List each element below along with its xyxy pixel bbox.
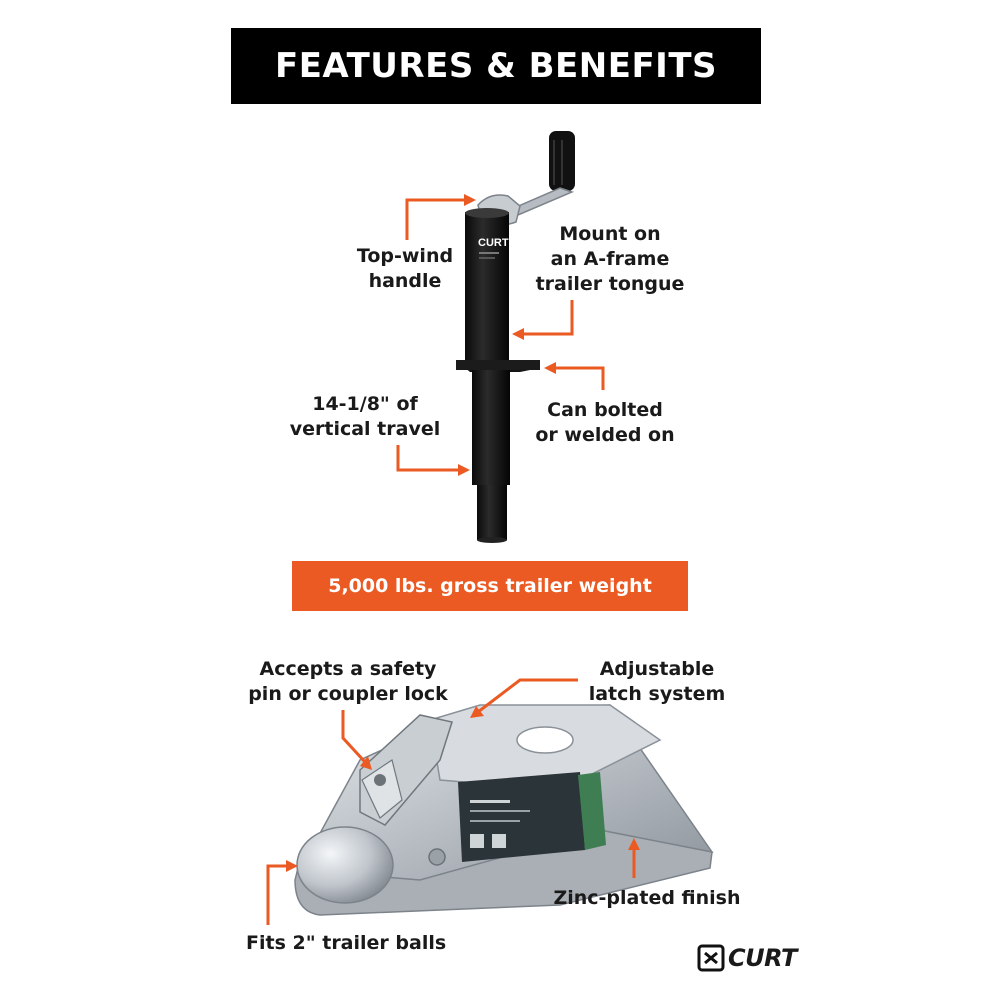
label-balls-text: Fits 2" trailer balls (246, 932, 447, 954)
jack-brand-label: CURT (478, 237, 509, 249)
arrow-balls (266, 864, 290, 925)
inner-tube (477, 485, 507, 540)
callout-arrows (266, 194, 640, 925)
arrow-bolted (552, 366, 605, 390)
curt-logo-icon (697, 944, 725, 972)
arrow-safety-pin (341, 710, 367, 764)
ball-socket (296, 826, 394, 904)
label-latch-text: Adjustable latch system (588, 658, 726, 705)
handle-grip (549, 131, 575, 191)
label-balls: Fits 2" trailer balls (246, 931, 446, 956)
arrow-mount (520, 300, 574, 336)
label-bolted: Can bolted or welded on (530, 398, 680, 448)
page-title: FEATURES & BENEFITS (274, 46, 718, 86)
label-zinc-text: Zinc-plated finish (553, 887, 741, 909)
label-bolted-text: Can bolted or welded on (535, 399, 675, 446)
label-travel: 14-1/8" of vertical travel (285, 392, 445, 442)
label-top-wind-text: Top-wind handle (356, 245, 454, 292)
arrow-travel (396, 445, 462, 472)
coupler (294, 704, 714, 916)
brand-logo-text: CURT (728, 944, 797, 972)
mount-hole (516, 726, 574, 754)
label-safety-pin: Accepts a safety pin or coupler lock (248, 657, 448, 707)
outer-tube (465, 212, 509, 370)
arrow-latch (477, 678, 578, 714)
label-zinc: Zinc-plated finish (552, 886, 742, 911)
weight-banner: 5,000 lbs. gross trailer weight (292, 561, 688, 611)
label-travel-text: 14-1/8" of vertical travel (289, 393, 441, 440)
label-mount: Mount on an A-frame trailer tongue (525, 222, 695, 297)
arrow-top-wind (405, 198, 468, 240)
label-safety-pin-text: Accepts a safety pin or coupler lock (248, 658, 448, 705)
header-banner: FEATURES & BENEFITS (231, 28, 761, 104)
brand-logo: CURT (697, 943, 797, 973)
safety-pin-hole (374, 774, 386, 786)
label-mount-text: Mount on an A-frame trailer tongue (535, 223, 685, 295)
label-latch: Adjustable latch system (582, 657, 732, 707)
bolt (428, 848, 446, 866)
lower-tube (472, 370, 510, 485)
product-label (458, 772, 585, 862)
weight-banner-text: 5,000 lbs. gross trailer weight (328, 575, 652, 597)
jack: CURT (456, 131, 575, 543)
label-top-wind: Top-wind handle (350, 244, 460, 294)
